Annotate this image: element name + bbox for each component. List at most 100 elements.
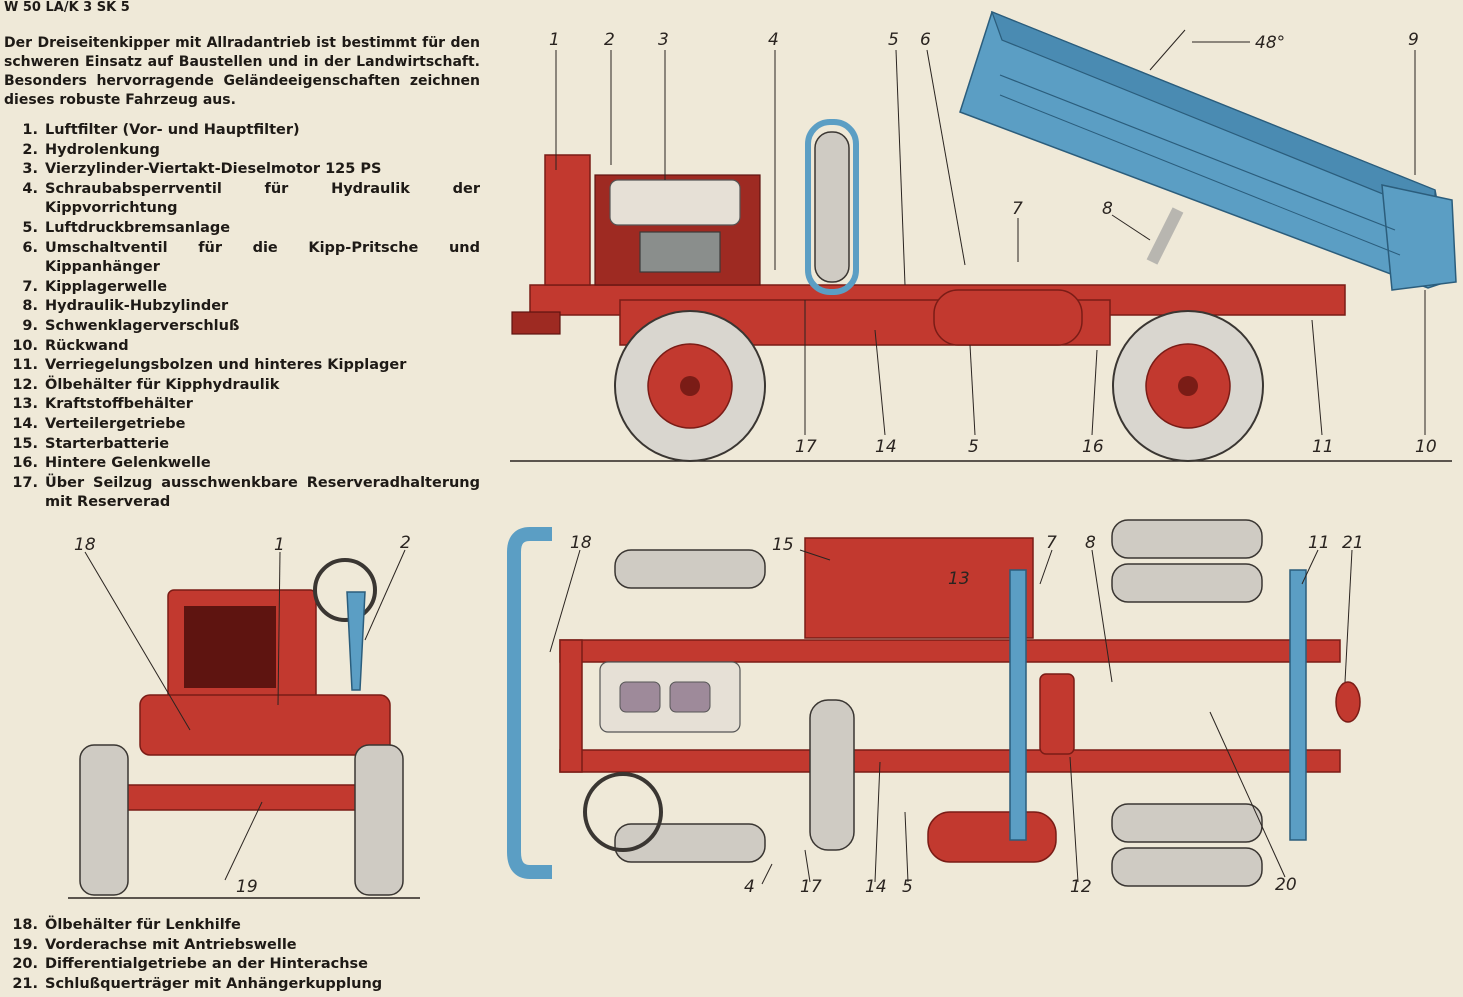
callout-3: 3 bbox=[658, 30, 669, 50]
legend-item: 16.Hintere Gelenkwelle bbox=[8, 454, 480, 474]
legend-number: 11. bbox=[12, 357, 38, 374]
rear-wheel bbox=[1112, 310, 1264, 462]
callout-19: 19 bbox=[236, 877, 258, 897]
callout-2: 2 bbox=[604, 30, 615, 50]
legend-number: 8. bbox=[22, 298, 38, 315]
legend-item: 20. Differentialgetriebe an der Hinterach… bbox=[8, 955, 480, 975]
legend-text: Über Seilzug ausschwenkbare Reserveradha… bbox=[45, 474, 480, 511]
legend-text: Starterbatterie bbox=[45, 435, 170, 452]
front-frame bbox=[139, 694, 391, 756]
front-tyre-top bbox=[614, 549, 766, 589]
engine bbox=[544, 154, 761, 286]
front-wheel bbox=[614, 310, 766, 462]
legend-text: Schraubabsperrventil für Hydraulik der K… bbox=[45, 180, 480, 217]
legend-number: 6. bbox=[22, 239, 38, 256]
legend-number: 20. bbox=[12, 956, 38, 973]
front-tyre-bottom bbox=[614, 823, 766, 863]
legend-text: Kraftstoffbehälter bbox=[45, 396, 193, 413]
legend-item: 17. Über Seilzug ausschwenkbare Reservera… bbox=[8, 474, 480, 513]
engine-top bbox=[599, 661, 741, 733]
fuel-tank bbox=[804, 537, 1034, 639]
legend-text: Vorderachse mit Antriebswelle bbox=[45, 936, 297, 953]
legend-item: 10. Rückwand bbox=[8, 337, 480, 357]
rear-tyre-1 bbox=[1111, 519, 1263, 559]
side-view-diagram: 48° 1 2 3 4 5 6 9 7 8 17 14 5 16 11 10 bbox=[510, 10, 1457, 462]
tipper-body bbox=[959, 10, 1457, 291]
legend-item: 6.Umschaltventil für die Kipp-Pritsche u… bbox=[8, 239, 480, 278]
legend-list-parts-18-21: 18.Ölbehälter für Lenkhilfe 19.Vorderach… bbox=[8, 916, 480, 994]
legend-text: Kipplagerwelle bbox=[45, 278, 168, 295]
callout-17: 17 bbox=[800, 877, 822, 897]
callout-6: 6 bbox=[920, 30, 931, 50]
legend-text: Rückwand bbox=[45, 337, 129, 354]
front-bumper bbox=[507, 527, 552, 879]
legend-text: Differentialgetriebe an der Hinterachse bbox=[45, 956, 368, 973]
legend-item: 21. Schlußquerträger mit Anhängerkupplung bbox=[8, 975, 480, 995]
legend-item: 3.Vierzylinder-Viertakt-Dieselmotor 125 … bbox=[8, 160, 480, 180]
callout-1: 1 bbox=[274, 535, 285, 555]
legend-item: 5. Luftdruckbremsanlage bbox=[8, 219, 480, 239]
callout-18: 18 bbox=[570, 533, 592, 553]
radiator bbox=[167, 589, 317, 701]
callout-7: 7 bbox=[1012, 199, 1023, 219]
callout-11: 11 bbox=[1312, 437, 1334, 457]
callout-16: 16 bbox=[1082, 437, 1104, 457]
legend-item: 13. Kraftstoffbehälter bbox=[8, 395, 480, 415]
top-view-leaders bbox=[549, 549, 1353, 885]
legend-number: 13. bbox=[12, 396, 38, 413]
legend-number: 10. bbox=[12, 337, 38, 354]
legend-item: 1.Luftfilter (Vor- und Hauptfilter) bbox=[8, 121, 480, 141]
front-wheel-left bbox=[79, 744, 129, 896]
legend-item: 8.Hydraulik-Hubzylinder bbox=[8, 297, 480, 317]
callout-5: 5 bbox=[902, 877, 913, 897]
legend-number: 21. bbox=[12, 975, 38, 992]
callout-4: 4 bbox=[768, 30, 779, 50]
legend-item: 4.Schraubabsperrventil für Hydraulik der… bbox=[8, 180, 480, 219]
legend-text: Vierzylinder-Viertakt-Dieselmotor 125 PS bbox=[45, 161, 382, 178]
spare-wheel-holder bbox=[805, 119, 859, 295]
legend-number: 17. bbox=[12, 474, 38, 491]
legend-item: 9.Schwenklagerverschluß bbox=[8, 317, 480, 337]
legend-text: Ölbehälter für Lenkhilfe bbox=[45, 917, 241, 933]
tilt-angle-label: 48° bbox=[1255, 33, 1285, 53]
intro-paragraph: Der Dreiseitenkipper mit Allradantrieb i… bbox=[4, 35, 480, 108]
side-view-leaders bbox=[555, 49, 1426, 436]
top-view-diagram: 13 18 15 7 8 11 21 4 17 14 5 12 20 bbox=[507, 519, 1364, 897]
air-tank bbox=[933, 289, 1083, 346]
callout-11: 11 bbox=[1308, 533, 1330, 553]
chassis-rails bbox=[559, 639, 1341, 773]
callout-14: 14 bbox=[865, 877, 887, 897]
legend-text: Luftfilter (Vor- und Hauptfilter) bbox=[45, 122, 300, 138]
legend-item: 18. Ölbehälter für Lenkhilfe bbox=[8, 916, 480, 936]
trailer-coupling bbox=[1335, 681, 1361, 723]
legend-number: 18. bbox=[12, 917, 38, 933]
legend-text: Schwenklagerverschluß bbox=[45, 317, 240, 334]
callout-18: 18 bbox=[74, 535, 96, 555]
steering-column bbox=[346, 591, 366, 691]
legend-number: 5. bbox=[22, 219, 38, 236]
callout-21: 21 bbox=[1342, 533, 1364, 553]
spare-wheel-top bbox=[809, 699, 855, 851]
callout-14: 14 bbox=[875, 437, 897, 457]
page-title: W 50 LA/K 3 SK 5 bbox=[4, 0, 130, 15]
tipping-shaft-rear bbox=[1289, 569, 1307, 841]
front-view-leaders bbox=[84, 549, 406, 881]
legend-item: 7.Kipplagerwelle bbox=[8, 278, 480, 298]
callout-8: 8 bbox=[1102, 199, 1113, 219]
legend-text: Schlußquerträger mit Anhängerkupplung bbox=[45, 975, 383, 992]
front-wheel-right bbox=[354, 744, 404, 896]
legend-number: 12. bbox=[12, 376, 38, 393]
callout-20: 20 bbox=[1275, 875, 1297, 895]
legend-number: 14. bbox=[12, 415, 38, 432]
callout-5: 5 bbox=[888, 30, 899, 50]
callout-15: 15 bbox=[772, 535, 794, 555]
legend-number: 2. bbox=[22, 141, 38, 158]
legend-list-parts-1-17: 1.Luftfilter (Vor- und Hauptfilter) 2.Hy… bbox=[8, 121, 480, 513]
legend-item: 15.Starterbatterie bbox=[8, 435, 480, 455]
callout-7: 7 bbox=[1046, 533, 1057, 553]
legend-text: Hintere Gelenkwelle bbox=[45, 455, 211, 472]
legend-text: Verriegelungsbolzen und hinteres Kipplag… bbox=[45, 357, 407, 374]
legend-text: Ölbehälter für Kipphydraulik bbox=[45, 376, 280, 393]
hydraulic-cylinder bbox=[1146, 207, 1184, 265]
legend-text: Luftdruckbremsanlage bbox=[45, 219, 231, 236]
